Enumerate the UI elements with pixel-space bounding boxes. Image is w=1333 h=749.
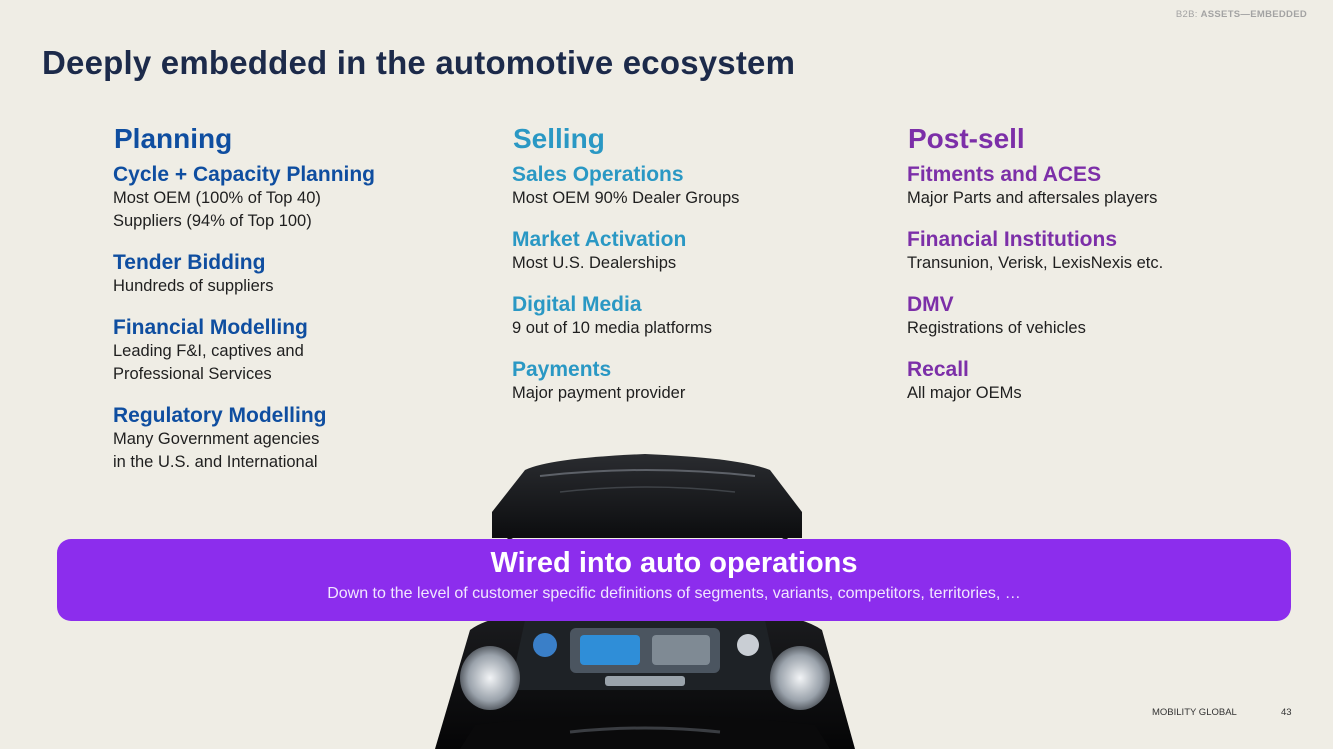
list-item: Sales Operations Most OEM 90% Dealer Gro… [512, 162, 832, 210]
list-item: Financial Institutions Transunion, Veris… [907, 227, 1227, 275]
item-title: Financial Institutions [907, 228, 1118, 251]
item-detail: Transunion, Verisk, LexisNexis etc. [907, 254, 1164, 272]
item-detail: Suppliers (94% of Top 100) [113, 212, 312, 230]
item-detail: Hundreds of suppliers [113, 277, 274, 295]
item-title: Financial Modelling [113, 316, 308, 339]
item-title: Cycle + Capacity Planning [113, 163, 376, 186]
section-tag: B2B: ASSETS—EMBEDDED [1176, 9, 1307, 20]
list-item: Cycle + Capacity Planning Most OEM (100%… [113, 162, 433, 233]
list-item: Fitments and ACES Major Parts and afters… [907, 162, 1227, 210]
item-title: Market Activation [512, 228, 687, 251]
item-detail: Major Parts and aftersales players [907, 189, 1158, 207]
item-title: Sales Operations [512, 163, 684, 186]
highlight-banner: Wired into auto operations Down to the l… [57, 539, 1291, 621]
item-title: Tender Bidding [113, 251, 266, 274]
car-image [435, 454, 855, 749]
column-post-sell: Post-sell Fitments and ACES Major Parts … [907, 122, 1227, 422]
list-item: DMV Registrations of vehicles [907, 292, 1227, 340]
column-heading: Planning [114, 123, 233, 154]
section-tag-prefix: B2B: [1175, 9, 1201, 20]
list-item: Market Activation Most U.S. Dealerships [512, 227, 832, 275]
list-item: Financial Modelling Leading F&I, captive… [113, 315, 433, 386]
item-detail: Most U.S. Dealerships [512, 254, 677, 272]
list-item: Payments Major payment provider [512, 357, 832, 405]
item-detail: Major payment provider [512, 384, 686, 402]
item-title: Regulatory Modelling [113, 404, 327, 427]
item-detail: 9 out of 10 media platforms [512, 319, 712, 337]
column-heading: Post-sell [908, 123, 1025, 154]
item-detail: in the U.S. and International [113, 453, 318, 471]
item-detail: Most OEM 90% Dealer Groups [512, 189, 740, 207]
item-title: Digital Media [512, 293, 642, 316]
banner-subtitle: Down to the level of customer specific d… [327, 585, 1021, 602]
list-item: Tender Bidding Hundreds of suppliers [113, 250, 433, 298]
item-detail: Many Government agencies [113, 430, 320, 448]
column-heading: Selling [513, 123, 605, 154]
footer-brand: MOBILITY GLOBAL [1152, 707, 1237, 718]
list-item: Recall All major OEMs [907, 357, 1227, 405]
page-number: 43 [1281, 707, 1292, 718]
page-title: Deeply embedded in the automotive ecosys… [42, 44, 796, 81]
column-planning: Planning Cycle + Capacity Planning Most … [113, 122, 433, 491]
item-title: Payments [512, 358, 612, 381]
list-item: Digital Media 9 out of 10 media platform… [512, 292, 832, 340]
section-tag-name: ASSETS—EMBEDDED [1200, 9, 1307, 20]
item-detail: Registrations of vehicles [907, 319, 1086, 337]
item-detail: Leading F&I, captives and [113, 342, 304, 360]
list-item: Regulatory Modelling Many Government age… [113, 403, 433, 474]
item-title: Recall [907, 358, 969, 381]
item-title: DMV [907, 293, 954, 316]
column-selling: Selling Sales Operations Most OEM 90% De… [512, 122, 832, 422]
banner-title: Wired into auto operations [490, 547, 858, 579]
item-detail: Most OEM (100% of Top 40) [113, 189, 321, 207]
item-detail: All major OEMs [907, 384, 1022, 402]
item-title: Fitments and ACES [907, 163, 1102, 186]
item-detail: Professional Services [113, 365, 272, 383]
